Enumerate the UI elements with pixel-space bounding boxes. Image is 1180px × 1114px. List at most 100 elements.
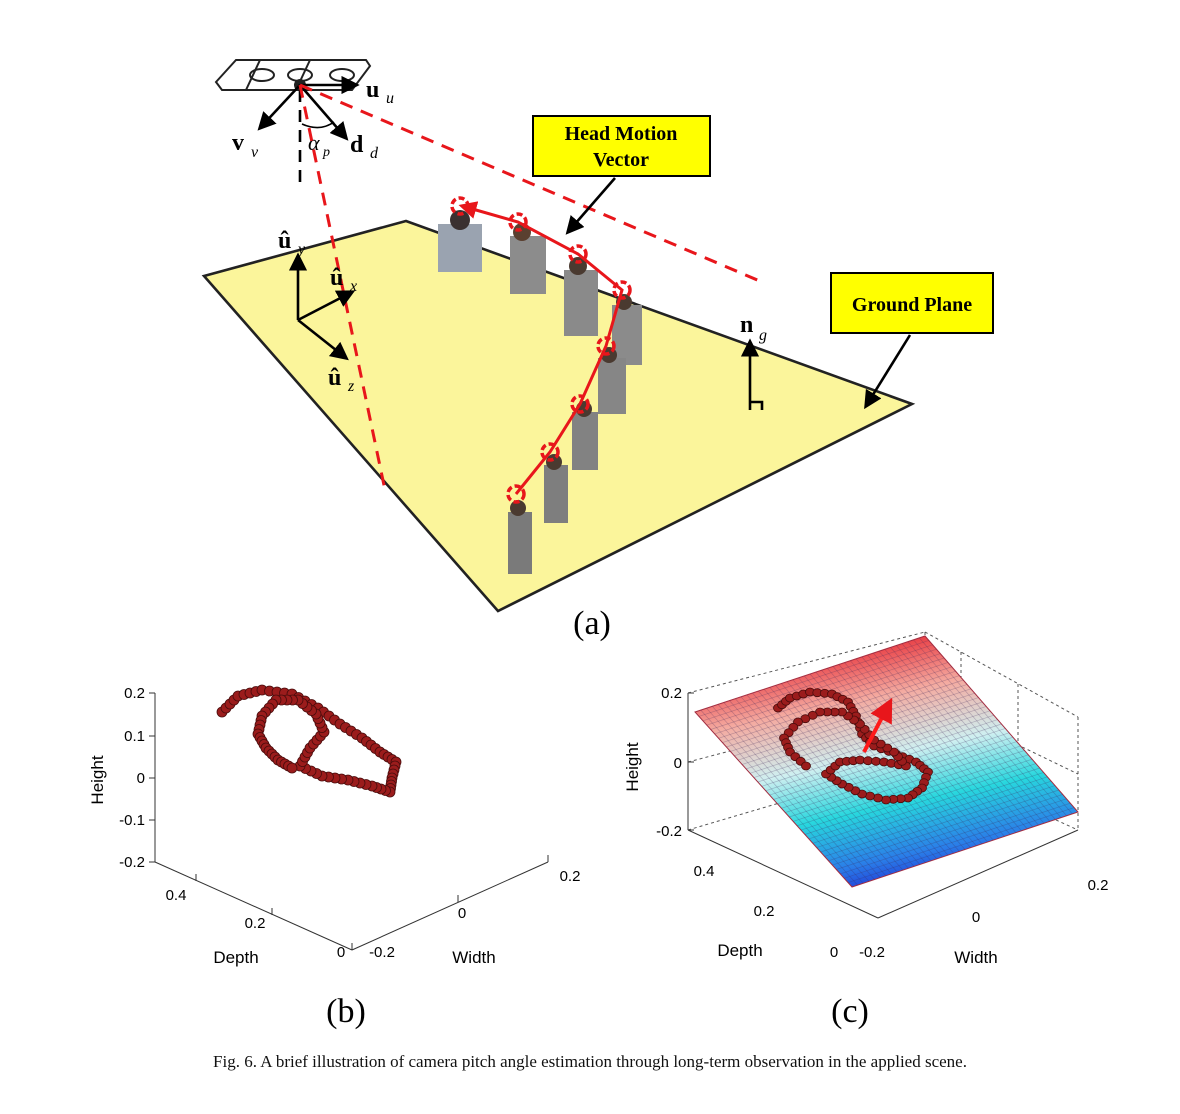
mesh-line <box>706 648 937 726</box>
mesh-line <box>786 681 943 858</box>
panel-b: 0.2 0.1 0 -0.1 -0.2 0.4 0.2 0 -0.2 0 0.2… <box>88 684 580 1030</box>
panel-b-label: (b) <box>326 993 366 1030</box>
y-tick: 0.4 <box>694 863 715 880</box>
mesh-line <box>717 704 875 880</box>
mesh-line <box>718 662 949 739</box>
x-tick: -0.2 <box>369 944 395 961</box>
mesh-line <box>722 666 952 743</box>
mesh-line <box>832 666 988 843</box>
pitch-angle-sub: p <box>322 145 330 160</box>
ground-axis-x-sub: x <box>349 278 357 295</box>
mesh-line <box>723 702 881 878</box>
ground-axis-z-label: û <box>328 365 341 391</box>
mesh-line <box>769 687 926 863</box>
field-of-view-lines <box>298 83 763 491</box>
mesh-line <box>712 706 870 882</box>
mesh-line <box>847 807 1075 883</box>
axis-v-sub: v <box>251 144 259 161</box>
data-point <box>881 795 891 805</box>
normal-sub: g <box>759 327 767 344</box>
mesh-line <box>698 640 929 717</box>
mesh-line <box>878 650 1034 828</box>
mesh-line <box>785 736 1014 813</box>
z-tick: -0.2 <box>656 823 682 840</box>
y-tick: 0 <box>830 944 838 961</box>
mesh-line <box>746 694 904 871</box>
panel-b-scatter <box>216 684 402 798</box>
panel-b-axes <box>149 692 549 951</box>
y-tick: 0 <box>337 944 345 961</box>
panel-c: 0.2 0 -0.2 0.4 0.2 0 -0.2 0 0.2 Height D… <box>623 631 1108 1030</box>
ground-normal <box>740 338 764 410</box>
panel-c-label: (c) <box>831 993 869 1030</box>
z-tick: -0.2 <box>119 854 145 871</box>
axis-d-sub: d <box>370 145 379 162</box>
mesh-line <box>850 660 1005 837</box>
mesh-line <box>789 741 1017 818</box>
head-markers <box>450 196 632 504</box>
pedestrian-icon <box>564 257 598 336</box>
callout-head-motion: Head Motion Vector <box>532 115 711 235</box>
mesh-line <box>769 719 998 796</box>
panel-c-zlabel: Height <box>623 742 642 791</box>
x-tick: -0.2 <box>859 944 885 961</box>
mesh-line <box>844 662 1000 839</box>
mesh-line <box>843 802 1071 879</box>
mesh-line <box>832 789 1060 866</box>
plane-normal-arrow <box>862 697 893 753</box>
mesh-line <box>700 709 858 886</box>
y-tick: 0.2 <box>245 915 266 932</box>
mesh-line <box>855 658 1011 835</box>
pedestrian-icon <box>544 454 568 523</box>
mesh-line <box>913 639 1067 817</box>
panel-b-ylabel: Depth <box>213 948 258 967</box>
ground-axis-z-sub: z <box>347 378 355 395</box>
pedestrian-icon <box>510 223 546 294</box>
panel-b-zlabel: Height <box>88 755 107 804</box>
panel-b-xlabel: Width <box>452 948 495 967</box>
mesh-line <box>901 643 1056 820</box>
panel-a: u u v v d d α p û y û x û z n g <box>201 59 994 642</box>
z-tick: 0.1 <box>124 728 145 745</box>
mesh-line <box>812 767 1040 844</box>
panel-c-tick-labels: 0.2 0 -0.2 0.4 0.2 0 -0.2 0 0.2 <box>656 685 1108 961</box>
mesh-line <box>706 707 864 884</box>
mesh-line <box>919 637 1073 815</box>
data-point <box>875 739 886 749</box>
z-tick: 0 <box>137 770 145 787</box>
mesh-line <box>792 745 1021 822</box>
x-tick: 0 <box>972 909 980 926</box>
axis-v-label: v <box>232 130 244 156</box>
data-point <box>889 747 899 757</box>
camera-axes <box>257 75 360 188</box>
mesh-line <box>836 794 1063 870</box>
callout-head-line2: Vector <box>593 149 649 171</box>
x-tick: 0.2 <box>1088 877 1109 894</box>
data-point <box>865 791 875 801</box>
mesh-line <box>867 654 1022 832</box>
z-tick: 0.2 <box>661 685 682 702</box>
data-point <box>871 756 881 766</box>
mesh-line <box>729 700 887 877</box>
callout-ground-plane: Ground Plane <box>830 272 994 410</box>
callout-ground-text: Ground Plane <box>852 294 972 316</box>
data-point <box>801 761 811 771</box>
mesh-line <box>896 645 1051 822</box>
panel-b-tick-labels: 0.2 0.1 0 -0.1 -0.2 0.4 0.2 0 -0.2 0 0.2 <box>119 685 580 961</box>
ground-axis-y-label: û <box>278 228 291 254</box>
x-tick: 0.2 <box>560 868 581 885</box>
data-point <box>855 755 865 765</box>
ground-axis-x-label: û <box>330 265 343 291</box>
mesh-line <box>873 652 1028 830</box>
z-tick: -0.1 <box>119 812 145 829</box>
normal-label: n <box>740 312 753 338</box>
mesh-line <box>861 656 1017 833</box>
y-tick: 0.2 <box>754 903 775 920</box>
mesh-line <box>838 664 994 841</box>
pedestrian-icons <box>438 210 642 574</box>
mesh-line <box>740 696 898 873</box>
panel-c-scatter <box>773 687 933 805</box>
mesh-line <box>808 763 1037 840</box>
y-tick: 0.4 <box>166 887 187 904</box>
axis-u-label: u <box>366 77 379 103</box>
